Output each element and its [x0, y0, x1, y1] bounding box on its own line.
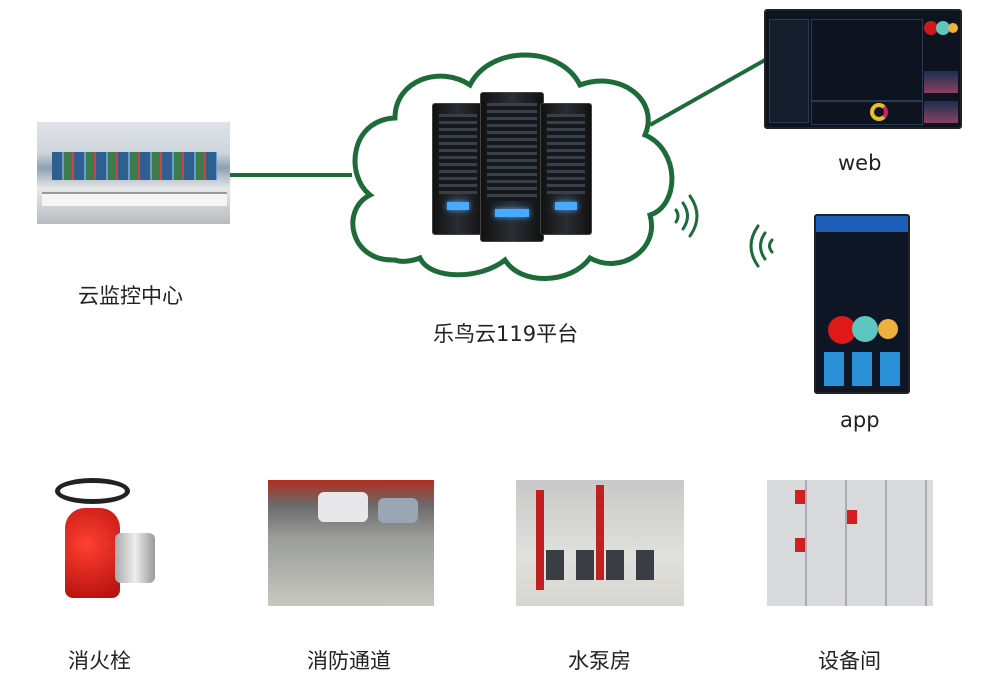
- wifi-icon-app: [749, 224, 774, 268]
- wifi-icon-cloud: [674, 194, 699, 238]
- server-icon-center: [480, 92, 544, 242]
- server-icon-left: [432, 103, 484, 235]
- app-label: app: [840, 408, 880, 432]
- fire-hydrant-photo: [50, 478, 160, 606]
- equipment-room-photo: [767, 480, 933, 606]
- device-label-fire-lane: 消防通道: [307, 649, 391, 673]
- device-label-pump-room: 水泵房: [568, 649, 631, 673]
- device-label-hydrant: 消火栓: [68, 649, 131, 673]
- fire-lane-photo: [268, 480, 434, 606]
- monitor-center-photo: [37, 122, 230, 224]
- web-label: web: [838, 151, 882, 175]
- server-icon-right: [540, 103, 592, 235]
- pump-room-photo: [516, 480, 684, 606]
- platform-label: 乐鸟云119平台: [433, 322, 579, 346]
- app-screenshot: [814, 214, 910, 394]
- device-label-equipment-room: 设备间: [818, 649, 881, 673]
- link-cloud-web: [649, 58, 766, 127]
- web-dashboard-screenshot: [764, 9, 962, 129]
- monitor-center-label: 云监控中心: [78, 284, 183, 308]
